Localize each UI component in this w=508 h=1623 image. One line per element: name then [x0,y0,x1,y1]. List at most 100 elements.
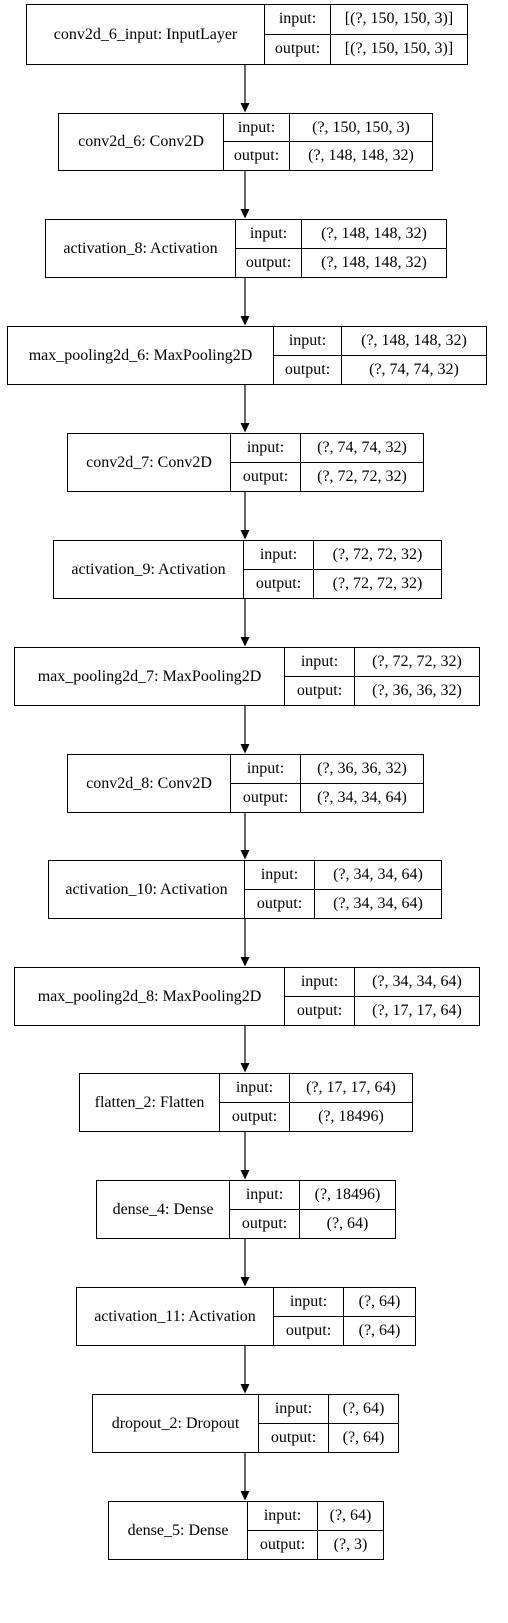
arrowhead [240,530,250,540]
input-label: input: [285,968,355,996]
input-label: input: [248,1502,318,1530]
output-label: output: [259,1423,329,1452]
output-shape: (?, 148, 148, 32) [308,147,414,164]
output-shape: (?, 72, 72, 32) [317,467,407,485]
arrowhead [240,316,250,326]
input-label: input: [285,648,355,676]
output-row: output: (?, 3) [248,1530,383,1559]
output-label: output: [230,1209,300,1238]
output-row: output: (?, 34, 34, 64) [245,889,441,918]
io-table: input:(?, 74, 74, 32)output:(?, 72, 72, … [231,434,423,491]
input-row: input: (?, 150, 150, 3) [224,114,432,142]
input-row: input:(?, 64) [259,1395,398,1424]
output-shape: (?, 34, 34, 64) [317,788,407,806]
io-table: input:(?, 72, 72, 32)output:(?, 36, 36, … [285,648,479,705]
input-shape: (?, 148, 148, 32) [361,331,467,349]
io-table: input:(?, 64)output: (?, 64) [259,1395,398,1452]
output-row: output:(?, 17, 17, 64) [285,996,479,1025]
layer-name: conv2d_7: Conv2D [68,434,231,491]
arrowhead [240,637,250,647]
io-table: input: (?, 64) output:(?, 64) [274,1288,415,1345]
output-row: output: (?, 64) [259,1423,398,1452]
input-row: input: (?, 64) [248,1502,383,1531]
layer-name: dropout_2: Dropout [93,1395,259,1452]
input-shape: (?, 18496) [314,1185,381,1203]
io-table: input: (?, 34, 34, 64) output:(?, 17, 17, … [285,968,479,1025]
arrowhead [240,423,250,433]
output-shape: (?, 72, 72, 32) [332,574,423,592]
input-row: input:(?, 34, 34, 64) [245,861,441,890]
input-label: input: [274,1288,344,1316]
output-label: output: [245,889,315,918]
input-shape: (?, 74, 74, 32) [317,438,407,456]
arrowhead [240,1384,250,1394]
io-table: input: (?, 148, 148, 32) output:(?, 74, 74… [274,327,486,384]
input-shape: (?, 64) [329,1506,372,1524]
arrowhead [240,957,250,967]
layer-name: dense_5: Dense [109,1502,248,1559]
arrowhead [240,209,250,219]
output-label: output: [274,1316,344,1345]
input-label: input: [224,114,290,141]
layer-name: activation_8: Activation [46,220,236,277]
layer-name: activation_9: Activation [54,541,244,598]
arrowhead [240,103,250,113]
layer-name: conv2d_8: Conv2D [68,755,231,812]
input-shape: (?, 64) [358,1292,401,1310]
input-label: input: [244,541,314,569]
arrowhead [240,744,250,754]
input-label: input: [274,327,342,355]
arrowhead [240,850,250,860]
arrowhead [240,1491,250,1501]
io-table: input:(?, 17, 17, 64)output:(?, 18496) [220,1074,412,1131]
output-label: output: [231,462,301,491]
output-label: output: [274,355,342,384]
output-row: output:(?, 74, 74, 32) [274,355,486,384]
io-table: input:(?, 72, 72, 32)output:(?, 72, 72, … [244,541,441,598]
output-label: output: [265,34,331,64]
output-shape: (?, 18496) [318,1107,384,1125]
io-table: input: (?, 150, 150, 3) output:(?, 148, 14… [224,114,432,170]
output-row: output: (?, 18496) [220,1102,412,1131]
output-row: output:(?, 72, 72, 32) [244,569,441,598]
output-shape: (?, 34, 34, 64) [333,894,423,912]
input-row: input: (?, 34, 34, 64) [285,968,479,997]
output-shape: (?, 17, 17, 64) [372,1001,462,1019]
output-label: output: [220,1102,290,1131]
input-label: input: [265,5,331,34]
input-shape: (?, 17, 17, 64) [306,1078,396,1096]
input-label: input: [231,755,301,783]
input-shape: (?, 36, 36, 32) [317,759,407,777]
output-shape: (?, 3) [333,1535,368,1553]
layer-name: conv2d_6: Conv2D [59,114,224,170]
input-shape: (?, 34, 34, 64) [372,972,462,990]
io-table: input: (?, 64) output: (?, 3) [248,1502,383,1559]
output-label: output: [248,1530,318,1559]
input-shape: (?, 150, 150, 3) [312,118,410,136]
input-shape: (?, 72, 72, 32) [332,545,423,563]
layer-name: conv2d_6_input: InputLayer [27,5,265,64]
layer-name: flatten_2: Flatten [80,1074,220,1131]
output-row: output:(?, 64) [274,1316,415,1345]
output-label: output: [236,248,302,277]
output-row: output:(?, 148, 148, 32) [224,142,432,170]
output-row: output: (?, 72, 72, 32) [231,462,423,491]
output-shape: (?, 64) [342,1428,385,1446]
output-shape: (?, 36, 36, 32) [372,681,462,699]
io-table: input:(?, 18496)output:(?, 64) [230,1181,395,1238]
layer-name: dense_4: Dense [97,1181,230,1238]
